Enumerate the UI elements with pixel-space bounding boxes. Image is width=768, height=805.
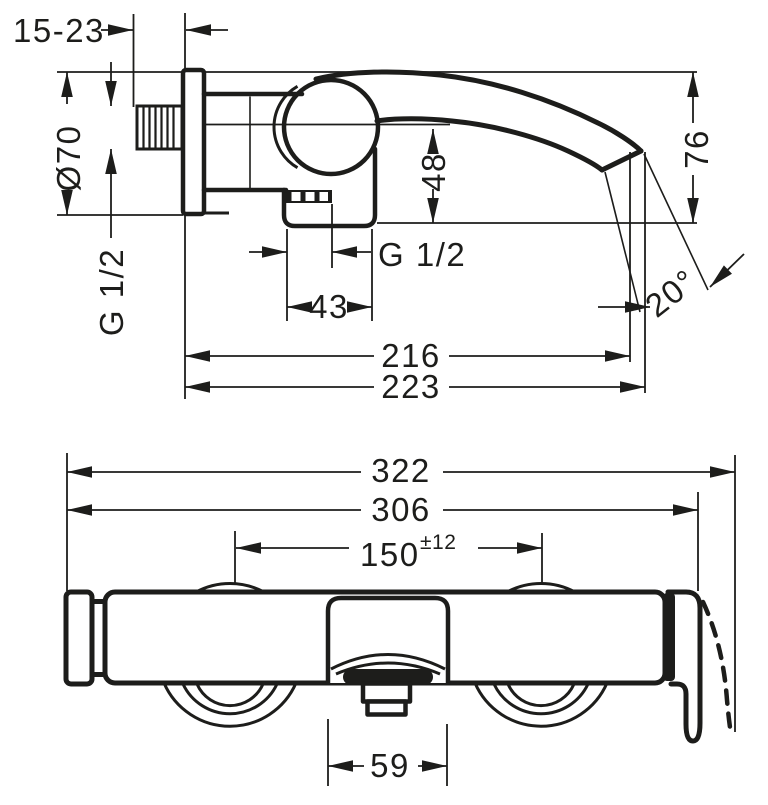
water-jet-line: [604, 171, 641, 313]
thread-hatching: [142, 107, 175, 148]
recess-rim-arc: [330, 653, 446, 671]
spout-drop-label: 48: [415, 152, 452, 192]
jet-angle-label: 20°: [638, 262, 704, 325]
handle-dome-edge: [272, 85, 299, 169]
outlet-recess: [325, 595, 451, 686]
escutcheon-diameter-label: Ø70: [50, 125, 87, 192]
water-jet-line: [643, 153, 709, 291]
aerator-outlet: [343, 669, 433, 685]
handle-dome: [281, 77, 381, 177]
spout-top-edge: [313, 69, 644, 154]
collar-notch: [305, 192, 315, 201]
hose-outlet-tab-step: [365, 699, 408, 717]
hose-centre-distance-label: 150: [360, 536, 420, 573]
hose-outlet-tab: [360, 681, 413, 704]
faucet-side-body: [135, 67, 644, 268]
projection-inner-label: 216: [381, 337, 441, 374]
inlet-thread-label: G 1/2: [93, 248, 130, 336]
left-union-arc: [195, 683, 265, 708]
wall-escutcheon: [180, 67, 207, 217]
hose-centre-tolerance-label: ±12: [420, 531, 456, 554]
wall-depth-label: 15-23: [13, 12, 105, 49]
outlet-thread-label: G 1/2: [378, 236, 466, 273]
front-view: 322 306 150 ±12 59: [63, 452, 736, 786]
recess-rim-arc: [335, 661, 441, 676]
overall-width-label: 322: [371, 452, 431, 489]
body-width-label: 306: [371, 491, 431, 528]
spout-hidden-edge: [700, 599, 734, 737]
left-escutcheon-bottom-arc: [162, 682, 298, 728]
projection-outer-label: 223: [381, 368, 441, 405]
faucet-front-body: [63, 582, 734, 744]
spout-tip-face: [599, 148, 644, 173]
front-dimension-lines: [67, 466, 735, 772]
spout-front-profile: [665, 589, 703, 744]
spout-bottom-edge: [374, 116, 605, 173]
bar-end-face: [663, 593, 675, 681]
left-end-cap: [63, 589, 95, 687]
right-escutcheon-bottom-arc: [473, 682, 609, 728]
right-union-arc: [492, 683, 590, 716]
outlet-width-label: 43: [309, 288, 349, 325]
right-escutcheon-top-arc: [506, 582, 576, 594]
left-union-arc: [181, 683, 279, 716]
collar-notch: [319, 192, 328, 201]
front-dimension-labels: 322 306 150 ±12 59: [360, 452, 456, 784]
side-dimension-lines: [61, 24, 745, 393]
right-union-arc: [506, 683, 576, 708]
recess-width-label: 59: [370, 747, 410, 784]
jet-angle-leader: [709, 253, 745, 288]
tip-height-label: 76: [678, 129, 715, 169]
collar-notch: [291, 192, 301, 201]
side-view: 15-23 Ø70 G 1/2 48 76 G 1/2 43 216 223 2…: [13, 12, 745, 405]
left-escutcheon-top-arc: [195, 582, 265, 594]
